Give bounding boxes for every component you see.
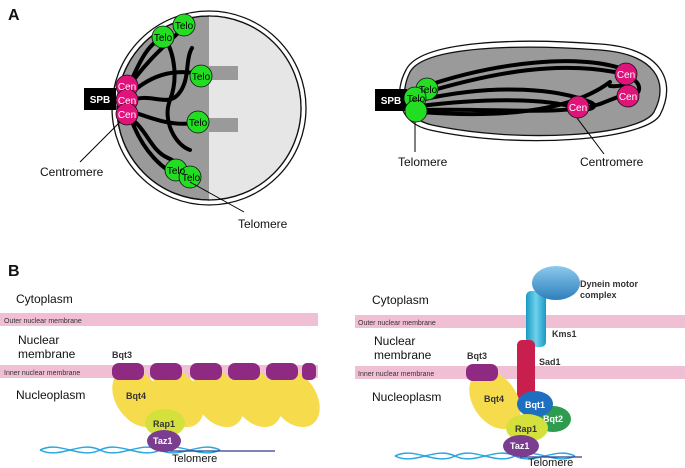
- taz1-protein: [147, 430, 181, 452]
- telo-label: Telo: [182, 173, 201, 184]
- cen-label: Cen: [118, 96, 136, 107]
- bqt1-protein: [517, 391, 553, 417]
- nucleoplasm-label: Nucleoplasm: [372, 390, 441, 404]
- taz1-label: Taz1: [153, 436, 172, 446]
- bqt4-label: Bqt4: [484, 394, 504, 404]
- centromere-dots: Cen Cen Cen: [566, 62, 640, 119]
- cen-label: Cen: [569, 103, 587, 114]
- bqt1-label: Bqt1: [525, 400, 545, 410]
- bqt2-label: Bqt2: [543, 414, 563, 424]
- centromere-cluster: Cen Cen Cen: [115, 74, 139, 126]
- spb-box: [375, 89, 407, 111]
- bqt3-label: Bqt3: [467, 351, 487, 361]
- centromere-pointer: [576, 117, 605, 155]
- cen-label: Cen: [619, 92, 637, 103]
- outer-membrane-band: [355, 315, 685, 328]
- telomere-dna: [39, 446, 221, 454]
- centromere-label: Centromere: [580, 155, 644, 169]
- dynein-label-2: complex: [580, 290, 617, 300]
- telomere-label-b: Telomere: [528, 457, 573, 468]
- telomere-label-b: Telomere: [172, 453, 217, 465]
- centromere-label: Centromere: [40, 165, 104, 179]
- panel-a-label: A: [8, 7, 20, 24]
- panel-b-label: B: [8, 263, 20, 280]
- spb-label: SPB: [381, 96, 402, 107]
- kms1-protein: [526, 291, 546, 347]
- rap1-protein: [145, 409, 185, 437]
- bqt3-proteins: [112, 363, 316, 380]
- telomere-label: Telomere: [398, 155, 448, 169]
- nucleoplasm-label: Nucleoplasm: [16, 388, 85, 402]
- cen-label: Cen: [118, 110, 136, 121]
- taz1-protein: [503, 435, 539, 457]
- nuclear-membrane-label-2: membrane: [374, 348, 432, 362]
- spb-label: SPB: [90, 95, 111, 106]
- outer-membrane-label: Outer nuclear membrane: [358, 320, 436, 327]
- bqt3-protein: [466, 364, 498, 381]
- cytoplasm-label: Cytoplasm: [16, 292, 73, 306]
- telomere-cluster: Telo Telo: [403, 77, 439, 123]
- sad1-protein: [517, 340, 535, 402]
- telomere-pointer: [189, 181, 245, 213]
- cen-label: Cen: [118, 82, 136, 93]
- rap1-label: Rap1: [153, 419, 175, 429]
- bqt3-label: Bqt3: [112, 350, 132, 360]
- inner-membrane-label: Inner nuclear membrane: [358, 371, 434, 378]
- telomere-dots: Telo Telo Telo Telo Telo Telo: [151, 13, 213, 189]
- inner-membrane-label: Inner nuclear membrane: [4, 370, 80, 377]
- telo-label: Telo: [407, 94, 426, 105]
- telo-label: Telo: [192, 72, 211, 83]
- nuclear-membrane-label: Nuclear: [18, 333, 59, 347]
- bqt4-proteins: [112, 368, 320, 428]
- bqt4-protein: [469, 370, 521, 430]
- telomere-dna: [394, 452, 576, 460]
- telo-label: Telo: [154, 33, 173, 44]
- spb-box: [84, 88, 116, 110]
- telo-label: Telo: [175, 21, 194, 32]
- bqt4-label: Bqt4: [126, 391, 146, 401]
- cytoplasm-label: Cytoplasm: [372, 293, 429, 307]
- sad1-label: Sad1: [539, 357, 561, 367]
- cen-label: Cen: [617, 70, 635, 81]
- telo-label: Telo: [189, 118, 208, 129]
- rap1-label: Rap1: [515, 424, 537, 434]
- kms1-label: Kms1: [552, 329, 577, 339]
- taz1-label: Taz1: [510, 441, 529, 451]
- rap1-protein: [506, 414, 548, 442]
- nuclear-membrane-label-2: membrane: [18, 347, 76, 361]
- outer-membrane-label: Outer nuclear membrane: [4, 318, 82, 325]
- nuclear-membrane-label: Nuclear: [374, 334, 415, 348]
- outer-membrane-band: [0, 313, 318, 326]
- telo-label: Telo: [167, 166, 186, 177]
- telo-label: Telo: [419, 85, 438, 96]
- dynein-complex: [532, 266, 580, 300]
- telomere-label: Telomere: [238, 217, 288, 231]
- centromere-pointer: [79, 121, 121, 163]
- nucleus-round: [111, 10, 307, 206]
- dynein-label: Dynein motor: [580, 279, 639, 289]
